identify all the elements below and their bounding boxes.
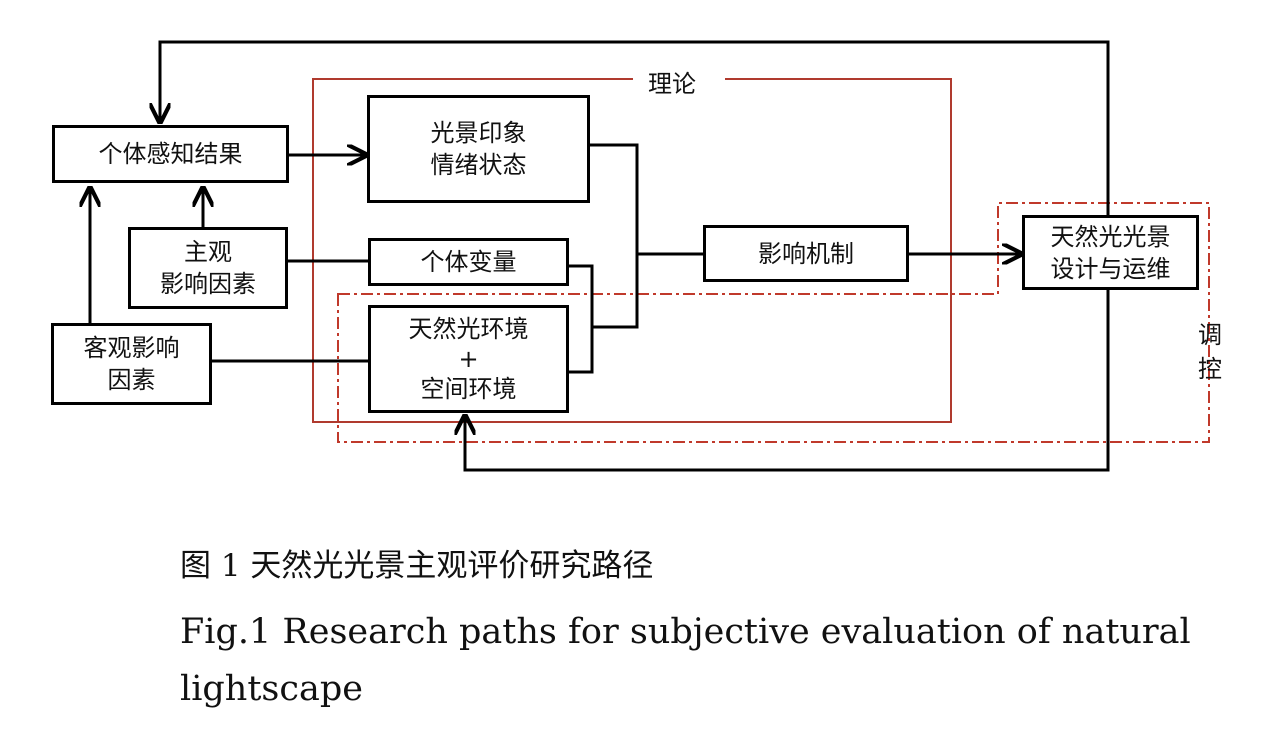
node-text: 影响机制: [758, 239, 854, 268]
node-perception-result: 个体感知结果: [52, 125, 289, 183]
node-text: 客观影响: [83, 334, 180, 362]
node-text: 空间环境: [420, 375, 517, 403]
bracket-individual-environment: [568, 264, 594, 374]
node-influence-mechanism: 影响机制: [703, 225, 909, 282]
control-frame: [337, 202, 1210, 443]
caption-chinese: 图 1 天然光光景主观评价研究路径: [180, 548, 654, 584]
node-objective-factors: 客观影响 因素: [51, 323, 212, 405]
node-subjective-factors: 主观 影响因素: [128, 227, 288, 309]
node-text: 天然光环境: [408, 315, 529, 343]
node-design-operation: 天然光光景 设计与运维: [1022, 215, 1199, 290]
caption-english-line: lightscape: [180, 669, 363, 709]
node-text: 因素: [107, 366, 156, 394]
control-label: 调 控: [1195, 318, 1225, 386]
node-text: 影响因素: [160, 270, 256, 298]
control-label-char: 控: [1198, 355, 1222, 383]
node-text: 设计与运维: [1050, 254, 1171, 283]
theory-frame: [312, 78, 952, 423]
node-individual-variable: 个体变量: [368, 238, 569, 286]
theory-label: 理论: [644, 64, 700, 99]
node-text: 情绪状态: [430, 151, 527, 179]
feedback-arrow-top: [160, 40, 1110, 215]
node-text: 天然光光景: [1050, 222, 1171, 251]
node-text: 个体变量: [420, 248, 517, 276]
node-light-space-environment: 天然光环境 + 空间环境: [368, 305, 569, 413]
control-label-char: 调: [1198, 321, 1222, 349]
node-text: 光景印象: [430, 119, 527, 147]
node-text: +: [458, 345, 479, 373]
feedback-arrow-bottom: [465, 290, 1110, 472]
node-impression-emotion: 光景印象 情绪状态: [367, 95, 590, 203]
bracket-to-mechanism: [590, 143, 639, 329]
node-text: 主观: [184, 238, 232, 266]
caption-english-line: Fig.1 Research paths for subjective eval…: [180, 612, 1191, 652]
caption-english: Fig.1 Research paths for subjective eval…: [180, 604, 1191, 718]
node-text: 个体感知结果: [98, 140, 243, 168]
